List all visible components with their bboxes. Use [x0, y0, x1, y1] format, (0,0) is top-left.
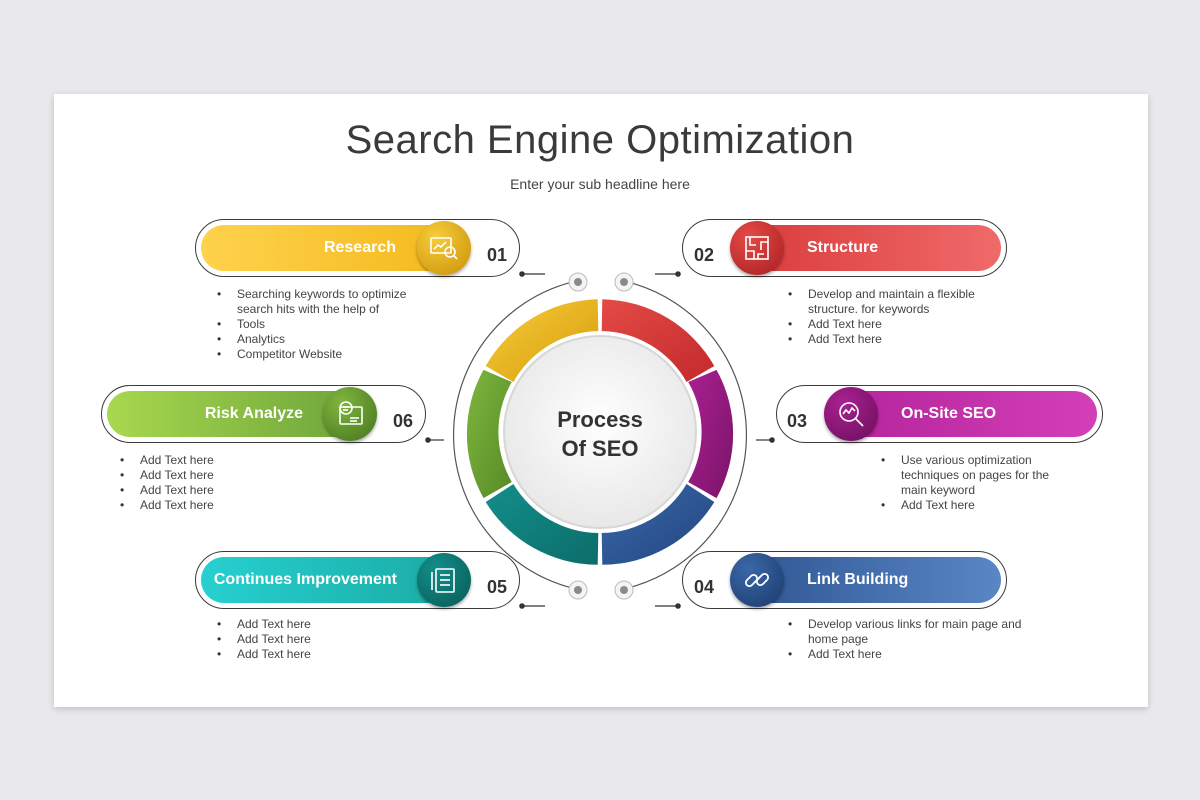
chain-link-icon	[744, 572, 770, 588]
list-item: Add Text here	[217, 617, 417, 632]
list-item: Searching keywords to optimize search hi…	[217, 287, 417, 317]
list-item: Add Text here	[120, 483, 320, 498]
step-risk-analyze-number: 06	[393, 411, 414, 431]
list-item: Use various optimization techniques on p…	[881, 453, 1066, 498]
list-item: Develop and maintain a flexible structur…	[788, 287, 998, 317]
step-continues-improvement-pill[interactable]: Continues Improvement	[195, 551, 520, 609]
maze-icon	[745, 236, 769, 260]
step-continues-improvement-bullets: Add Text here Add Text here Add Text her…	[217, 617, 417, 662]
list-item: Add Text here	[217, 647, 417, 662]
step-research-label: Research	[323, 239, 396, 256]
step-research-number: 01	[487, 245, 508, 265]
list-item: Develop various links for main page and …	[788, 617, 1038, 647]
checklist-icon	[431, 568, 455, 593]
list-item: Add Text here	[217, 632, 417, 647]
center-line-1: Process	[557, 407, 643, 432]
step-risk-analyze-label: Risk Analyze	[204, 405, 303, 422]
center-line-2: Of SEO	[561, 436, 639, 461]
report-search-icon	[339, 401, 363, 425]
list-item: Add Text here	[788, 317, 998, 332]
list-item: Add Text here	[788, 332, 998, 347]
step-onsite-seo-bullets: Use various optimization techniques on p…	[881, 453, 1066, 513]
list-item: Competitor Website	[217, 347, 417, 362]
step-onsite-seo-number: 03	[787, 411, 808, 431]
step-continues-improvement-number: 05	[487, 577, 508, 597]
center-label: Process Of SEO	[530, 405, 670, 463]
list-item: Add Text here	[120, 498, 320, 513]
research-chart-icon	[430, 237, 458, 260]
step-structure-pill[interactable]: Structure	[682, 219, 1007, 277]
step-research-pill[interactable]: Research	[195, 219, 520, 277]
page-title: Search Engine Optimization	[345, 118, 855, 162]
list-item: Add Text here	[120, 468, 320, 483]
step-structure-number: 02	[694, 245, 715, 265]
step-risk-analyze-icon-circle	[323, 387, 377, 441]
magnifier-chart-icon	[839, 402, 864, 427]
step-onsite-seo-pill[interactable]: On-Site SEO	[776, 385, 1103, 443]
step-research-icon-circle	[417, 221, 471, 275]
step-onsite-seo-label: On-Site SEO	[901, 405, 997, 422]
step-link-building-number: 04	[694, 577, 715, 597]
step-link-building-icon-circle	[730, 553, 784, 607]
page-subtitle: Enter your sub headline here	[510, 176, 690, 192]
step-onsite-seo-icon-circle	[824, 387, 878, 441]
step-link-building-bullets: Develop various links for main page and …	[788, 617, 1038, 662]
list-item: Tools	[217, 317, 417, 332]
step-link-building-label: Link Building	[807, 571, 909, 588]
step-structure-label: Structure	[807, 239, 879, 256]
list-item: Analytics	[217, 332, 417, 347]
step-continues-improvement-label: Continues Improvement	[213, 571, 397, 588]
list-item: Add Text here	[120, 453, 320, 468]
list-item: Add Text here	[788, 647, 1038, 662]
step-structure-bullets: Develop and maintain a flexible structur…	[788, 287, 998, 347]
step-structure-icon-circle	[730, 221, 784, 275]
step-research-bullets: Searching keywords to optimize search hi…	[217, 287, 417, 362]
step-link-building-pill[interactable]: Link Building	[682, 551, 1007, 609]
step-risk-analyze-pill[interactable]: Risk Analyze	[101, 385, 426, 443]
list-item: Add Text here	[881, 498, 1066, 513]
step-continues-improvement-icon-circle	[417, 553, 471, 607]
step-risk-analyze-bullets: Add Text here Add Text here Add Text her…	[120, 453, 320, 513]
